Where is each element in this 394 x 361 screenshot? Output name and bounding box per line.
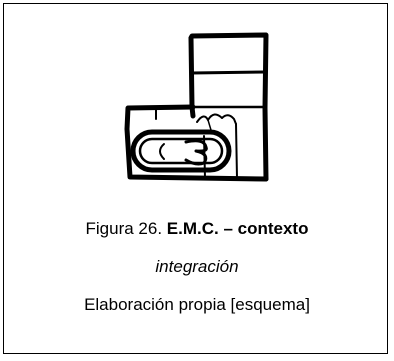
figure-number: Figura 26. bbox=[85, 219, 167, 238]
swirl-mark bbox=[184, 139, 208, 166]
capsule-outer bbox=[130, 129, 232, 173]
figure-title: E.M.C. – contexto bbox=[166, 219, 309, 238]
partition-right bbox=[235, 123, 238, 179]
capsule-inner bbox=[138, 137, 224, 165]
upper-block-left-edge bbox=[188, 35, 196, 119]
figure-subtitle: integración bbox=[155, 257, 239, 276]
figure-source: Elaboración propia [esquema] bbox=[84, 295, 310, 314]
figure-caption: Figura 26. E.M.C. – contexto bbox=[0, 219, 394, 239]
figure-frame bbox=[3, 3, 388, 354]
hand-sketch bbox=[196, 113, 237, 125]
upper-block-divider bbox=[190, 70, 267, 75]
emc-context-sketch bbox=[124, 32, 269, 182]
lower-block-outline bbox=[124, 104, 269, 182]
hand-finger bbox=[207, 119, 212, 131]
bracket-mark bbox=[159, 143, 165, 160]
